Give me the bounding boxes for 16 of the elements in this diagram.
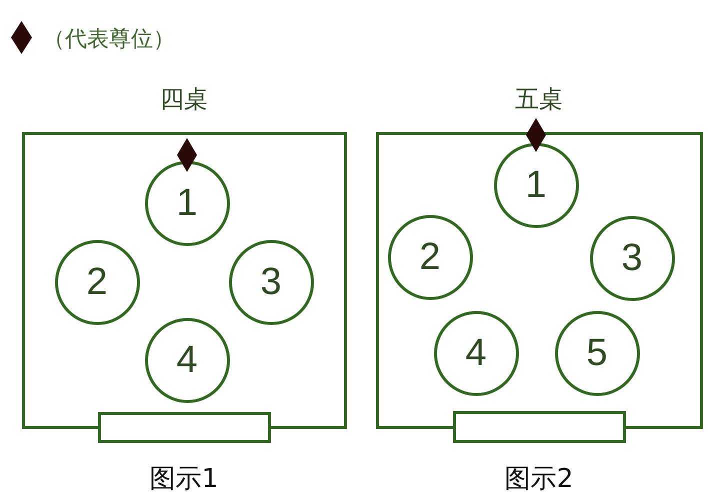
figure-label: 图示1 (150, 466, 218, 492)
table-circle: 1 (144, 160, 230, 246)
table-circle: 3 (590, 216, 674, 300)
rectangle (452, 410, 626, 442)
table-circle: 5 (554, 310, 640, 396)
heading: 五桌 (515, 87, 563, 111)
figure-label: 图示2 (504, 466, 574, 492)
rectangle (98, 412, 270, 442)
table-circle: 4 (434, 310, 518, 396)
legend-text: （代表尊位） (43, 29, 175, 51)
table-circle: 2 (54, 240, 140, 324)
table-circle: 2 (388, 214, 472, 300)
heading: 四桌 (160, 87, 208, 111)
table-circle: 3 (228, 240, 314, 324)
table-circle: 4 (144, 318, 230, 402)
table-circle: 1 (494, 142, 578, 228)
